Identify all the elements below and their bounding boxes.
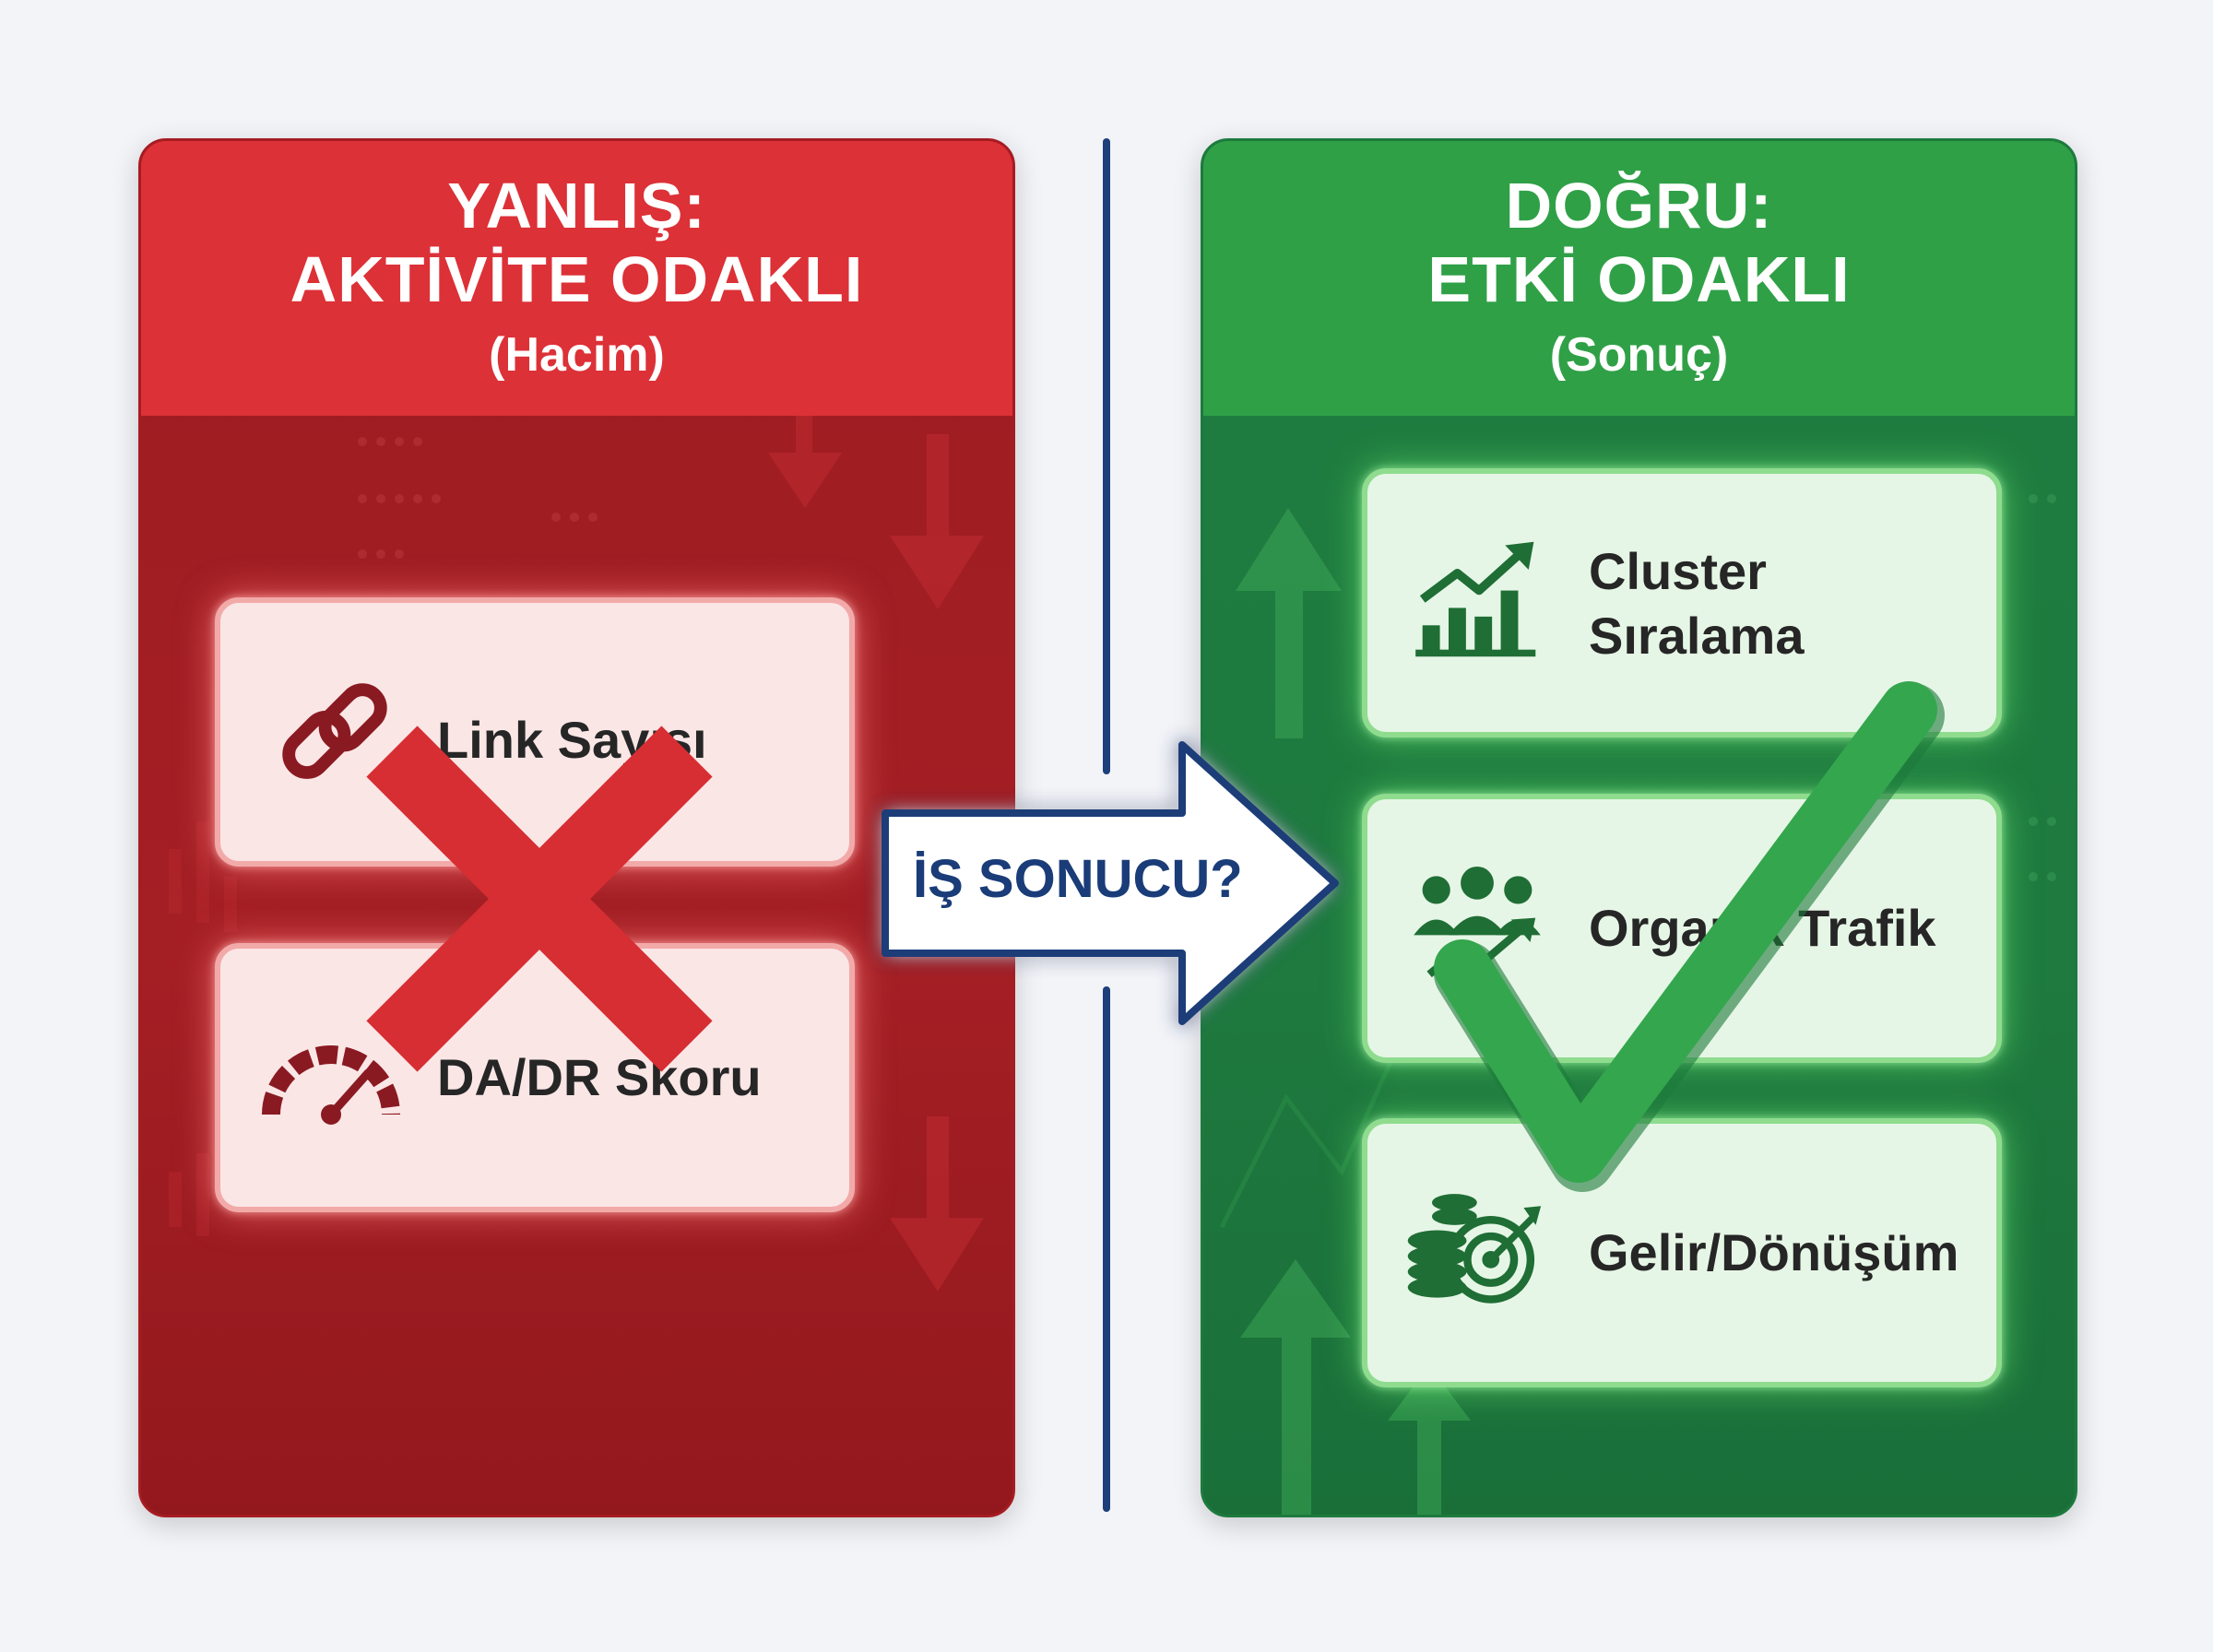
wrong-panel-subtitle: (Hacim) [489, 328, 665, 382]
right-panel-header: DOĞRU: ETKİ ODAKLI (Sonuç) [1203, 141, 2075, 416]
revenue-conversion-label: Gelir/Dönüşüm [1589, 1223, 1959, 1281]
cluster-ranking-label-line1: Cluster [1589, 542, 1767, 600]
da-dr-score-label: DA/DR Skoru [437, 1048, 762, 1106]
right-panel-title-line1: DOĞRU: [1505, 170, 1773, 242]
growth-chart-icon [1415, 541, 1536, 657]
cluster-ranking-label-line2: Sıralama [1589, 607, 1805, 665]
wrong-panel-header: YANLIŞ: AKTİVİTE ODAKLI (Hacim) [141, 141, 1012, 416]
audience-growth-icon [1414, 866, 1541, 978]
organic-traffic-label: Organik Trafik [1589, 899, 1936, 957]
right-panel-subtitle: (Sonuç) [1549, 328, 1729, 382]
coins-target-icon [1407, 1194, 1542, 1304]
right-panel-title-line2: ETKİ ODAKLI [1427, 243, 1851, 315]
downtrend-background-graphic [169, 416, 984, 1292]
wrong-panel-title-line2: AKTİVİTE ODAKLI [290, 243, 864, 315]
center-divider-bottom [1103, 986, 1110, 1512]
cluster-ranking-card: Cluster Sıralama [1362, 468, 2002, 738]
da-dr-score-card: DA/DR Skoru [215, 943, 855, 1212]
organic-traffic-card: Organik Trafik [1362, 794, 2002, 1063]
chain-link-icon [282, 683, 387, 779]
wrong-approach-panel: YANLIŞ: AKTİVİTE ODAKLI (Hacim) L [138, 138, 1015, 1517]
wrong-panel-title-line1: YANLIŞ: [447, 170, 706, 242]
right-approach-panel: DOĞRU: ETKİ ODAKLI (Sonuç) Cluster Sıra [1201, 138, 2077, 1517]
business-result-label: İŞ SONUCU? [913, 849, 1243, 909]
speedometer-gauge-icon [262, 1045, 400, 1125]
link-count-label: Link Sayısı [437, 711, 707, 769]
center-divider-top [1103, 138, 1110, 774]
link-count-card: Link Sayısı [215, 597, 855, 867]
revenue-conversion-card: Gelir/Dönüşüm [1362, 1118, 2002, 1387]
